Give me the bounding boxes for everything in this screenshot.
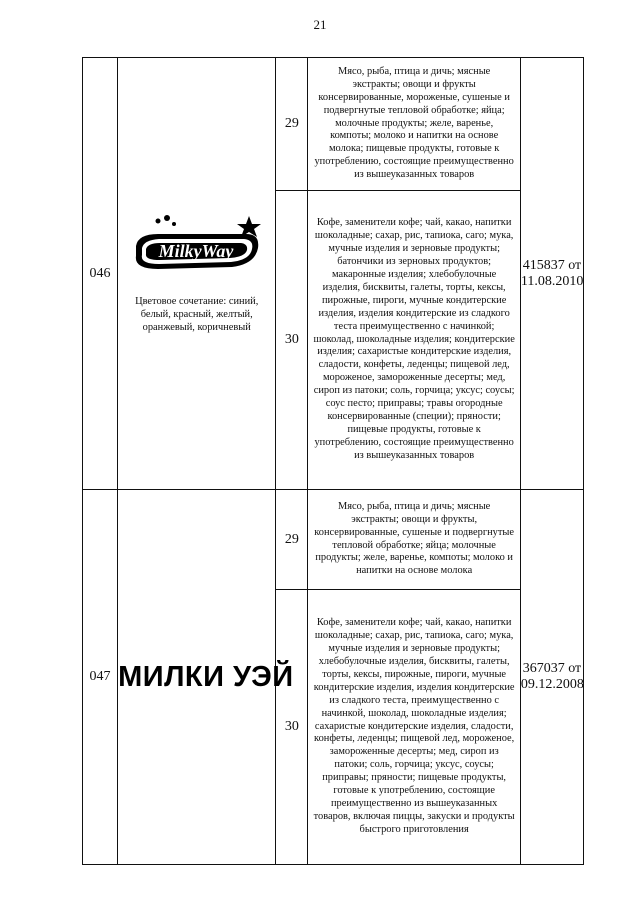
sparkle-icon [171,222,176,227]
sparkle-icon [155,218,161,224]
table-row: 30 Кофе, заменители кофе; чай, какао, на… [83,190,584,490]
sparkle-icon [163,215,170,222]
registration-date: 09.12.2008 [520,677,584,692]
table-row: 30 Кофе, заменители кофе; чай, какао, на… [83,589,584,865]
goods-list: Кофе, заменители кофе; чай, какао, напит… [307,190,521,490]
color-combination-caption: Цветовое сочетание: синий, белый, красны… [135,296,259,333]
class-number: 30 [275,190,309,490]
table-row: 047 МИЛКИ УЭЙ 29 Мясо, рыба, птица и дич… [81,489,585,865]
goods-list: Мясо, рыба, птица и дичь; мясные экстрак… [307,489,521,590]
word-mark: МИЛКИ УЭЙ [118,660,294,693]
trademark-cell: МИЛКИ УЭЙ [117,489,293,865]
page-number: 21 [313,17,327,32]
table-row: 046 MilkyWay Цветовое сочетание: синий, … [81,57,585,490]
entry-number: 046 [81,57,119,490]
registration-number: 415837 от [522,257,582,273]
trademark-cell: MilkyWay Цветовое сочетание: синий, белы… [117,57,277,490]
registration-date: 11.08.2010 [520,273,584,289]
registration-cell: 367037 от 09.12.2008 [519,489,585,865]
entry-number: 047 [81,489,119,865]
goods-list: Кофе, заменители кофе; чай, какао, напит… [307,589,521,865]
class-number: 29 [275,489,309,590]
logo-wordmark: MilkyWay [157,241,234,261]
registration-cell: 415837 от 11.08.2010 [519,57,585,490]
trademark-table: 046 MilkyWay Цветовое сочетание: синий, … [81,57,585,865]
milky-way-logo: MilkyWay [135,215,261,270]
goods-list: Мясо, рыба, птица и дичь; мясные экстрак… [307,57,521,191]
star-icon [236,216,261,238]
class-number: 30 [275,589,309,865]
registration-number: 367037 от [522,661,582,676]
class-number: 29 [275,57,309,191]
